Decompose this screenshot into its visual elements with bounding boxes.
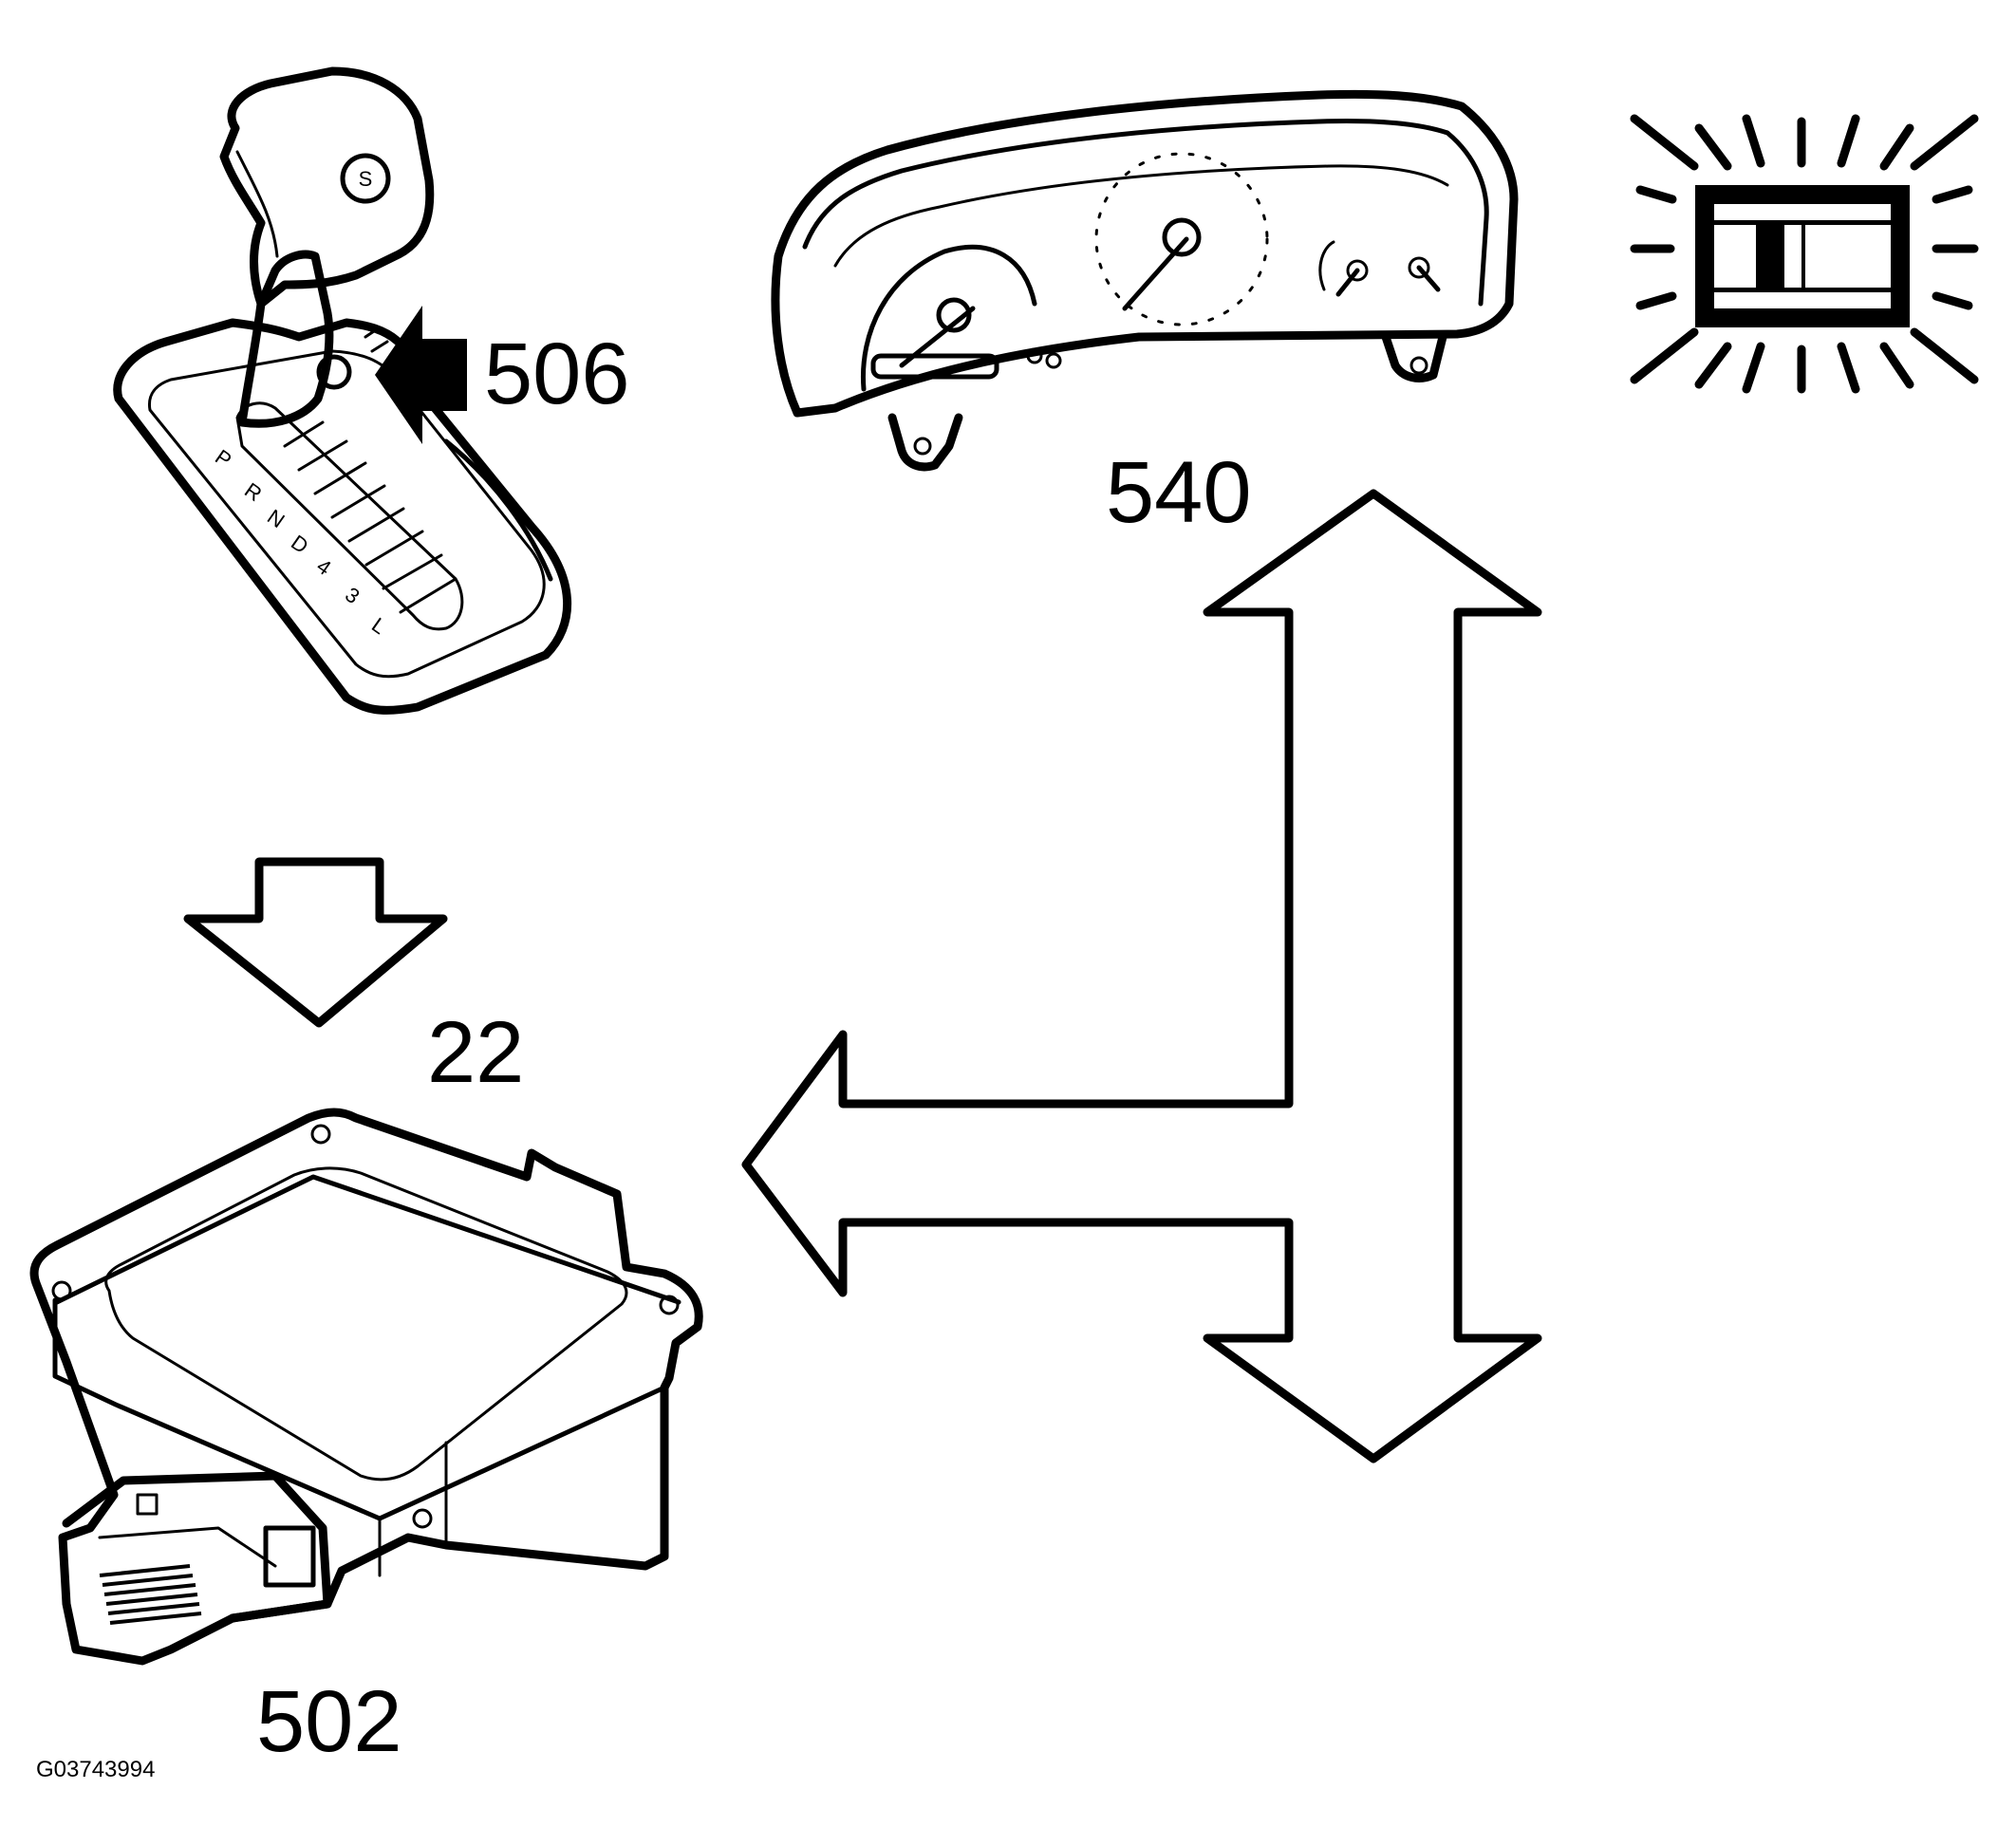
gate-ribs xyxy=(283,420,457,614)
figure-code: G03743994 xyxy=(36,1757,155,1782)
gear-letter: 3 xyxy=(341,583,364,609)
cluster-number-label: 540 xyxy=(1106,444,1252,541)
gear-letter: N xyxy=(263,505,289,533)
warning-lamp-icon xyxy=(1630,114,1979,394)
sport-button-label: S xyxy=(359,167,373,191)
shifter-number-label: 506 xyxy=(484,326,630,422)
gear-position-labels: P R N D 4 3 L xyxy=(211,445,390,640)
signal-number-label: 22 xyxy=(427,1004,524,1101)
connector-pins xyxy=(99,1564,202,1625)
down-arrow-icon xyxy=(183,857,448,1028)
bidirectional-arrow-icon xyxy=(741,489,1542,1463)
pointer-arrow-icon xyxy=(375,306,467,444)
gear-letter: P xyxy=(211,445,235,473)
gear-letter: R xyxy=(240,478,266,507)
gear-letter: 4 xyxy=(312,554,335,581)
instrument-cluster-icon xyxy=(771,89,1519,472)
module-number-label: 502 xyxy=(256,1673,402,1770)
gear-letter: L xyxy=(367,613,390,640)
control-module-icon xyxy=(29,1108,703,1666)
gear-letter: D xyxy=(287,531,312,559)
